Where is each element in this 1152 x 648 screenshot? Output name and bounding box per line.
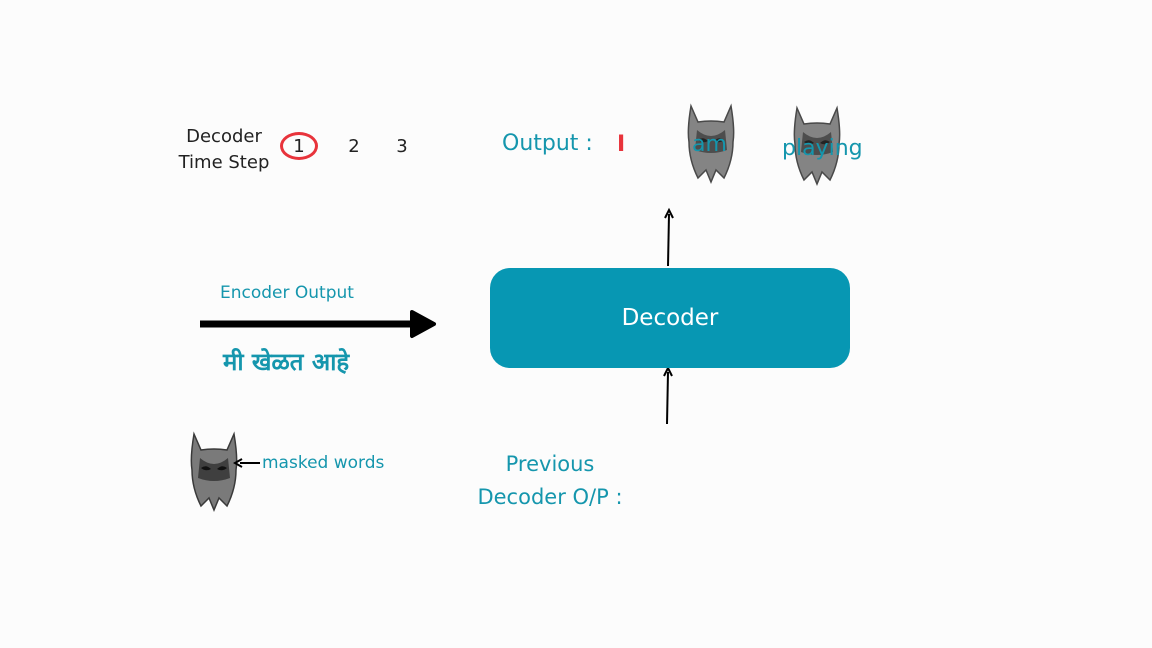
encoder-output-label: Encoder Output [220,283,354,303]
output-label: Output : [502,131,593,156]
encoder-input-sentence: मी खेळत आहे [223,348,350,376]
output-word-1: I [617,132,626,157]
timestep-label-line1: Decoder [186,126,262,147]
active-step-ring [280,132,318,160]
step-2: 2 [348,136,360,157]
previous-decoder-output-label: Previous Decoder O/P : [470,448,630,514]
step-3: 3 [396,136,408,157]
legend-mask-icon [190,433,238,511]
legend-masked-words: masked words [262,453,385,473]
previous-label-line2: Decoder O/P : [477,485,623,509]
decoder-label: Decoder [621,305,719,331]
step-1: 1 [293,136,305,157]
decoder-output-arrow [664,207,674,267]
output-word-2: am [692,132,727,157]
legend-arrow [232,458,260,468]
output-word-3: playing [782,136,863,161]
decoder-block: Decoder [490,268,850,368]
previous-label-line1: Previous [505,452,595,476]
timestep-label: Decoder Time Step [168,124,280,176]
encoder-output-arrow [200,310,436,338]
previous-output-arrow [663,365,673,425]
timestep-label-line2: Time Step [178,152,270,173]
